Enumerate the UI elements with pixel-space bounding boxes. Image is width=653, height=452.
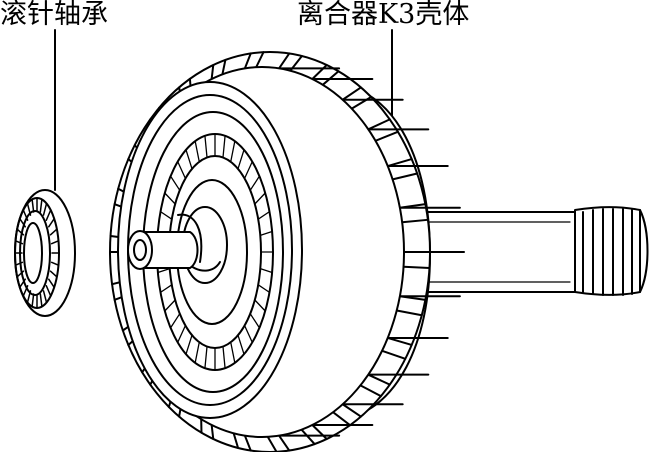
hub-spline: [243, 324, 253, 344]
bearing-roller: [50, 240, 60, 245]
hub-spline: [204, 345, 208, 369]
drum-tooth-edge: [243, 434, 252, 452]
drum-tooth-edge: [386, 336, 413, 346]
hub-spline: [249, 313, 261, 329]
bearing-roller: [50, 261, 60, 266]
drum-tooth-edge: [210, 63, 215, 81]
hub-spline: [159, 210, 173, 220]
drum-tooth-edge: [401, 218, 429, 224]
drum-tooth-edge: [341, 403, 362, 418]
hub-spline: [257, 210, 271, 220]
bearing-roller: [42, 202, 48, 216]
bearing-roller: [49, 270, 58, 278]
bearing-roller: [39, 293, 43, 308]
bearing-roller: [16, 228, 25, 236]
hub-spline: [185, 149, 193, 170]
output-shaft: [394, 206, 649, 296]
drum-tooth-edge: [341, 86, 362, 101]
drum-tooth-edge: [367, 373, 391, 386]
bearing-roller: [19, 217, 27, 228]
drum-tooth-edge: [266, 435, 278, 452]
drum-tooth-edge: [374, 130, 399, 142]
hub-spline: [257, 284, 271, 294]
drum-tooth-edge: [278, 434, 291, 452]
bearing-roller: [22, 285, 29, 297]
drum-tooth-edge: [381, 349, 407, 360]
drum-tooth-edge: [386, 158, 413, 168]
hub-spline: [194, 140, 200, 163]
needle-bearing-label: 滚针轴承: [0, 0, 108, 30]
hub-spline: [254, 192, 266, 205]
hub-spline: [177, 160, 187, 180]
hub-spline: [230, 140, 236, 163]
hub-spline: [185, 334, 193, 355]
bearing-roller: [22, 209, 29, 221]
drum-tooth-edge: [332, 411, 352, 427]
hub-spline: [177, 324, 187, 344]
clutch-housing-label: 离合器K3壳体: [297, 0, 470, 30]
hub-spline: [243, 160, 253, 180]
bearing-roller: [42, 290, 48, 304]
drum-tooth-edge: [278, 52, 291, 70]
hub-spline: [157, 268, 171, 274]
hub-spline: [259, 230, 273, 236]
bearing-roller: [14, 240, 24, 245]
drum-tooth-edge: [311, 423, 328, 441]
bearing-roller: [31, 198, 35, 213]
drum-tooth-edge: [311, 63, 328, 81]
drum-tooth-edge: [210, 423, 215, 441]
bearing-roller: [45, 209, 52, 221]
hub-spline: [230, 341, 236, 364]
hub-spline: [254, 299, 266, 312]
bearing-roller: [26, 290, 32, 304]
input-shaft-stub: [127, 230, 199, 270]
hub-spline: [194, 341, 200, 364]
bearing-roller: [39, 198, 43, 213]
bearing-roller: [47, 278, 55, 289]
hub-spline: [237, 334, 245, 355]
drum-tooth-edge: [255, 51, 265, 69]
drum-tooth-edge: [243, 52, 252, 70]
hub-spline: [204, 135, 208, 159]
drum-tooth-edge: [232, 432, 240, 449]
hub-spline: [159, 284, 173, 294]
drum-tooth-edge: [221, 58, 227, 76]
drum-tooth-edge: [391, 172, 419, 181]
drum-tooth-edge: [359, 384, 382, 398]
bearing-roller: [31, 293, 35, 308]
bearing-roller: [14, 261, 24, 266]
drum-tooth-edge: [367, 118, 391, 131]
drum-tooth-edge: [395, 309, 423, 317]
bearing-roller: [16, 270, 25, 278]
needle-bearing: [14, 189, 76, 317]
hub-spline: [164, 299, 176, 312]
hub-spline: [169, 175, 181, 191]
bearing-roller: [47, 217, 55, 228]
hub-spline: [237, 149, 245, 170]
bearing-roller: [49, 228, 58, 236]
bearing-roller: [45, 285, 52, 297]
hub-spline: [259, 268, 273, 274]
bearing-roller: [19, 278, 27, 289]
front-hub: [117, 81, 303, 419]
drum-tooth-edge: [300, 428, 316, 446]
drum-tooth-edge: [402, 265, 431, 269]
hub-spline: [249, 175, 261, 191]
bearing-roller: [26, 202, 32, 216]
hub-spline: [222, 345, 226, 369]
hub-spline: [169, 313, 181, 329]
hub-spline: [222, 135, 226, 159]
hub-spline: [164, 192, 176, 205]
